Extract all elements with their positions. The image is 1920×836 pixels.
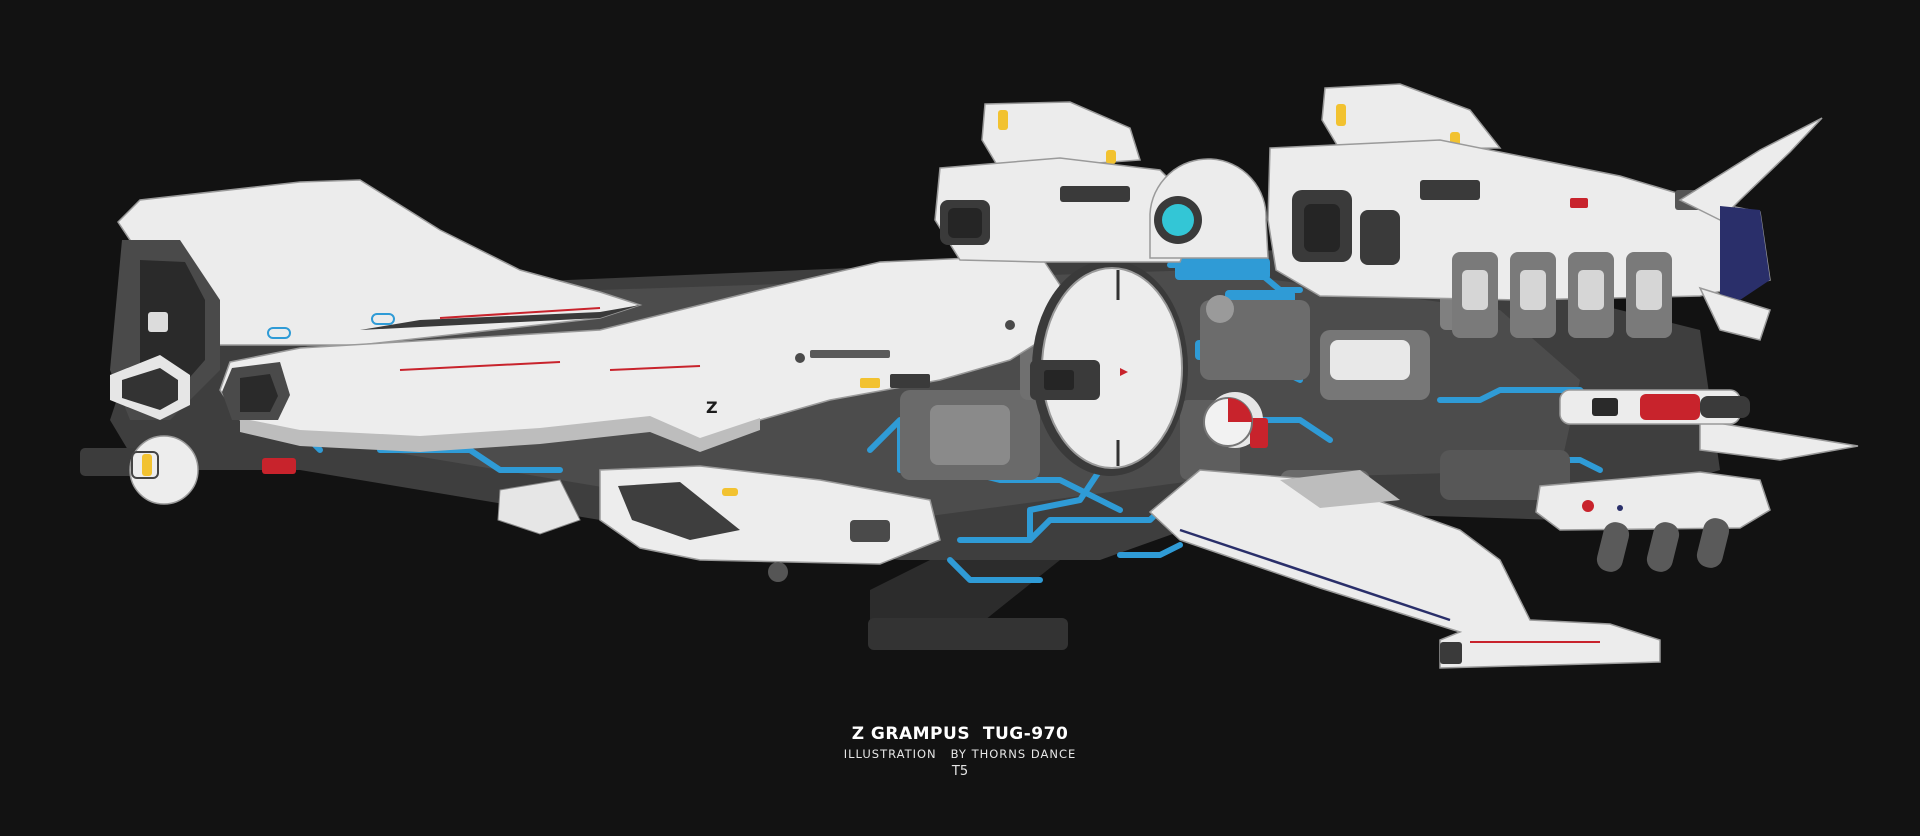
bow-fins <box>1678 117 1859 461</box>
hull-marking-z: Z <box>706 398 718 417</box>
shield-disk <box>1032 260 1188 476</box>
upper-superstructure-rear <box>934 101 1201 263</box>
launcher-tubes <box>1535 471 1771 572</box>
caption-code: T5 <box>951 764 969 779</box>
forward-barrel <box>1559 389 1750 425</box>
sensor-dome <box>1149 158 1269 259</box>
main-fuselage <box>219 254 1061 452</box>
forward-gauge <box>1203 397 1253 447</box>
caption-credit: ILLUSTRATION BY THORNS DANCE <box>843 747 1077 761</box>
caption-title: Z GRAMPUS TUG-970 <box>851 724 1069 744</box>
thruster-modules <box>1452 252 1672 338</box>
rear-sensor-sphere <box>129 435 199 505</box>
lower-engine-pod <box>497 465 941 582</box>
rear-engine-bay <box>80 240 220 476</box>
hull-details <box>860 360 1100 400</box>
landing-skid <box>1148 469 1661 669</box>
caption-block: Z GRAMPUS TUG-970 ILLUSTRATION BY THORNS… <box>0 722 1920 782</box>
